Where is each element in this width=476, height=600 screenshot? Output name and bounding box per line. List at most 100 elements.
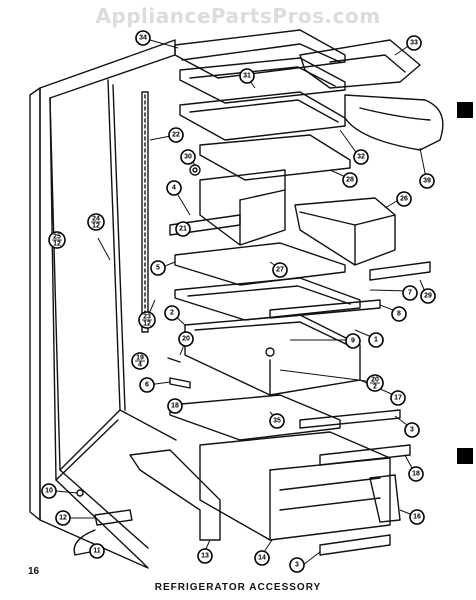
crisper-drawer-bottom — [199, 431, 391, 541]
top-frame — [174, 29, 346, 79]
callout-label: 11 — [93, 548, 101, 555]
callout-c35: 35 — [269, 413, 285, 429]
callout-circle — [353, 149, 369, 165]
callout-c17: 17 — [390, 390, 406, 406]
callout-c11: 11 — [89, 543, 105, 559]
glass-shelf-middle — [174, 277, 361, 321]
callout-c8: 8 — [391, 306, 407, 322]
callout-c20b: 202 — [366, 374, 384, 392]
crisper-frame-left — [129, 449, 221, 541]
callout-c13: 13 — [197, 548, 213, 564]
callout-sub-label: 12 — [92, 223, 100, 230]
drawer-left-top — [239, 189, 286, 201]
callout-label: 21 — [179, 226, 187, 233]
cabinet-left-flange — [29, 87, 41, 521]
back-wall-line — [112, 84, 126, 411]
callout-c26: 26 — [396, 191, 412, 207]
callout-c30: 30 — [180, 149, 196, 165]
callout-circle — [180, 149, 196, 165]
callout-label: 18 — [171, 403, 179, 410]
callout-circle — [167, 398, 183, 414]
callout-circle — [55, 510, 71, 526]
callout-circle — [390, 390, 406, 406]
glass-shelf-middle-inner — [187, 285, 351, 305]
callout-label: 1 — [374, 337, 378, 344]
control-knob-center — [192, 167, 198, 173]
callout-circle — [254, 550, 270, 566]
callout-c18a: 18 — [167, 398, 183, 414]
shelf-28 — [199, 134, 351, 181]
cabinet-liner-inner — [49, 97, 149, 549]
registration-mark-bottom — [457, 448, 473, 464]
callout-label: 20 — [182, 336, 190, 343]
divider-3 — [299, 409, 401, 429]
callout-label: 8 — [397, 311, 401, 318]
callout-c3b: 3 — [289, 557, 305, 573]
callout-c29: 29 — [420, 288, 436, 304]
callout-circle — [342, 172, 358, 188]
callout-c7: 7 — [402, 285, 418, 301]
callout-circle — [175, 221, 191, 237]
callout-sub-label: 4 — [138, 362, 142, 369]
callout-c3a: 3 — [404, 422, 420, 438]
diagram-caption: REFRIGERATOR ACCESSORY — [154, 582, 322, 593]
callout-c33: 33 — [406, 35, 422, 51]
callout-sub-label: 2 — [373, 384, 377, 391]
door-tray-inner — [329, 54, 406, 73]
callout-label: 32 — [357, 154, 365, 161]
callout-label: 28 — [346, 177, 354, 184]
callout-c10: 10 — [41, 483, 57, 499]
wire-11 — [73, 529, 96, 556]
callout-label: 23 — [143, 314, 151, 321]
callout-label: 12 — [59, 515, 67, 522]
pan-knob — [265, 347, 275, 357]
callout-sub-label: 12 — [143, 321, 151, 328]
cabinet-rear-seam — [55, 419, 119, 481]
callout-label: 9 — [351, 338, 355, 345]
callout-c32: 32 — [353, 149, 369, 165]
callout-label: 13 — [201, 553, 209, 560]
callout-circle — [168, 127, 184, 143]
callout-label: 4 — [172, 185, 176, 192]
callout-label: 30 — [184, 154, 192, 161]
drawer-left — [199, 169, 286, 246]
callout-c31: 31 — [239, 68, 255, 84]
callout-sub-label: 12 — [53, 241, 61, 248]
crisper-frame-right — [369, 474, 401, 523]
registration-mark-top — [457, 102, 473, 118]
page-number: 16 — [28, 566, 40, 577]
glass-shelf-upper — [179, 57, 346, 104]
rail-bottom-3 — [319, 534, 391, 556]
callout-circle — [391, 306, 407, 322]
door-tray — [299, 39, 421, 89]
watermark: AppliancePartsPros.com — [95, 4, 381, 28]
callout-label: 20 — [371, 377, 379, 384]
callout-circle — [150, 260, 166, 276]
callout-c5: 5 — [150, 260, 166, 276]
callout-circle — [409, 509, 425, 525]
cabinet-floor-edge — [59, 409, 121, 471]
control-knob — [189, 164, 201, 176]
callout-c2: 2 — [164, 305, 180, 321]
rail-right-29 — [369, 261, 431, 281]
crisper-cover-lower — [169, 394, 341, 441]
callout-circle — [406, 35, 422, 51]
shelf-32 — [179, 91, 346, 141]
callout-c20a: 20 — [178, 331, 194, 347]
crisper-cover-ribs — [359, 107, 431, 121]
callout-c22: 22 — [168, 127, 184, 143]
cam-12 — [94, 509, 133, 526]
top-frame-inner — [181, 43, 341, 63]
callout-label: 39 — [423, 178, 431, 185]
callout-label: 26 — [400, 196, 408, 203]
cabinet-liner-outline — [39, 39, 176, 569]
callout-circle — [420, 288, 436, 304]
callout-c27: 27 — [272, 262, 288, 278]
callout-label: 25 — [53, 234, 61, 241]
callout-label: 18 — [412, 471, 420, 478]
callout-circle — [289, 557, 305, 573]
callout-label: 22 — [172, 132, 180, 139]
